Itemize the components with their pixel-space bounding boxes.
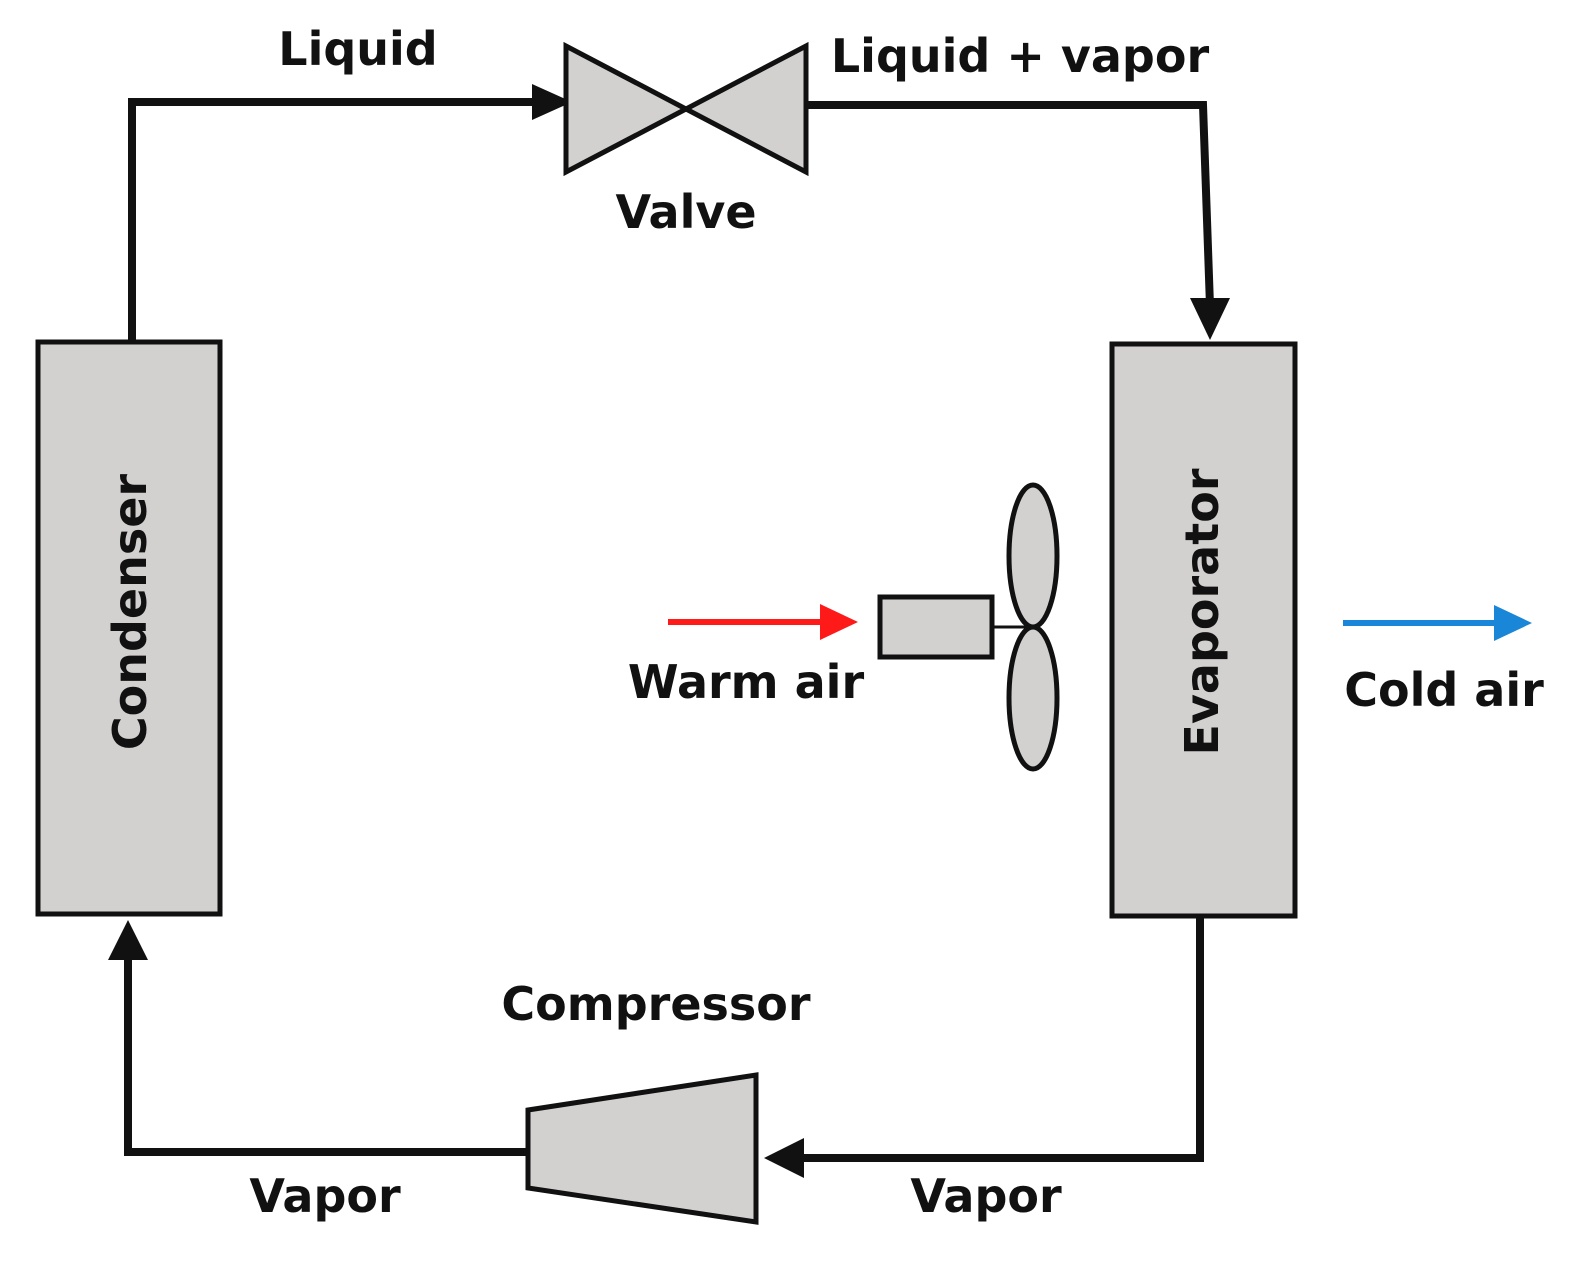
flow-label-liquid-vapor: Liquid + vapor bbox=[831, 29, 1210, 83]
cold-air-arrowhead bbox=[1494, 605, 1532, 641]
arrowhead-into-valve bbox=[532, 84, 572, 120]
warm-air-label: Warm air bbox=[628, 655, 865, 709]
compressor-symbol bbox=[525, 1072, 759, 1225]
fan-icon bbox=[877, 482, 1060, 772]
valve-symbol bbox=[563, 41, 809, 177]
arrowhead-into-condenser bbox=[108, 920, 148, 960]
compressor-label: Compressor bbox=[501, 977, 810, 1031]
pipe-compressor-to-condenser bbox=[124, 954, 534, 1156]
pipe-evaporator-to-compressor bbox=[796, 914, 1204, 1162]
valve-label: Valve bbox=[615, 185, 756, 239]
fan-blade-lower bbox=[1006, 624, 1060, 772]
fan-blade-upper bbox=[1006, 482, 1060, 630]
arrowhead-into-compressor bbox=[764, 1138, 804, 1178]
evaporator-label: Evaporator bbox=[1175, 468, 1229, 755]
cold-air-arrow bbox=[1343, 605, 1532, 641]
cold-air-label: Cold air bbox=[1344, 663, 1544, 717]
arrowhead-into-evaporator bbox=[1190, 298, 1230, 340]
condenser-label: Condenser bbox=[103, 474, 157, 751]
pipe-condenser-to-valve bbox=[128, 98, 544, 344]
fan-motor-icon bbox=[877, 594, 995, 660]
pipe-valve-to-evaporator bbox=[808, 101, 1215, 311]
flow-label-vapor-right: Vapor bbox=[910, 1169, 1062, 1223]
flow-label-liquid: Liquid bbox=[278, 22, 437, 76]
warm-air-arrowhead bbox=[820, 604, 858, 640]
flow-label-vapor-left: Vapor bbox=[249, 1169, 401, 1223]
condenser-box bbox=[35, 339, 223, 917]
evaporator-box bbox=[1109, 341, 1298, 919]
valve-left-triangle bbox=[563, 41, 692, 177]
warm-air-arrow bbox=[668, 604, 858, 640]
valve-right-triangle bbox=[680, 41, 809, 177]
